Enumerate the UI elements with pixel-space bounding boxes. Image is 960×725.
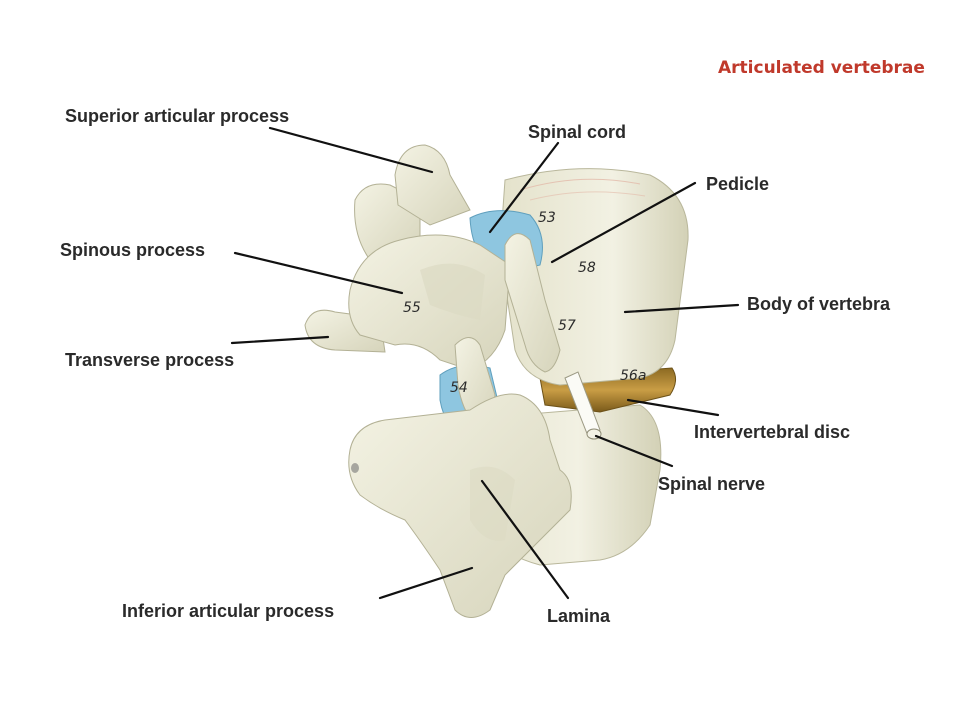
- leader-intervertebral-disc: [626, 398, 720, 417]
- model-number-55: 55: [403, 300, 421, 316]
- label-intervertebral-disc: Intervertebral disc: [694, 422, 851, 442]
- label-inferior-articular-process: Inferior articular process: [122, 601, 335, 621]
- spinal-nerve-shape: [564, 371, 601, 437]
- leader-superior-articular-process: [268, 126, 434, 174]
- model-number-57: 57: [558, 318, 576, 334]
- leader-inferior-articular-process: [378, 566, 474, 600]
- lower-vertebra-arch: [348, 393, 572, 618]
- leader-lamina: [480, 479, 570, 600]
- leader-spinal-nerve: [594, 434, 674, 468]
- model-number-53: 53: [538, 210, 556, 226]
- leader-spinal-cord: [488, 141, 560, 234]
- diagram-title: Articulated vertebrae: [718, 58, 925, 78]
- pedicle-shape: [504, 233, 561, 373]
- label-lamina: Lamina: [547, 606, 611, 626]
- label-superior-articular-process: Superior articular process: [65, 106, 290, 126]
- label-spinous-process: Spinous process: [60, 240, 206, 260]
- leader-body-of-vertebra: [623, 303, 740, 314]
- label-spinal-cord: Spinal cord: [528, 122, 627, 142]
- leader-pedicle: [550, 181, 697, 264]
- model-number-54: 54: [450, 380, 468, 396]
- label-spinal-nerve: Spinal nerve: [658, 474, 766, 494]
- model-number-58: 58: [578, 260, 596, 276]
- model-number-56a: 56a: [620, 368, 646, 384]
- label-transverse-process: Transverse process: [65, 350, 235, 370]
- superior-articular-process-shape: [394, 144, 471, 226]
- leader-spinous-process: [233, 251, 404, 295]
- label-body-of-vertebra: Body of vertebra: [747, 294, 891, 314]
- leader-transverse-process: [230, 335, 330, 345]
- label-pedicle: Pedicle: [706, 174, 770, 194]
